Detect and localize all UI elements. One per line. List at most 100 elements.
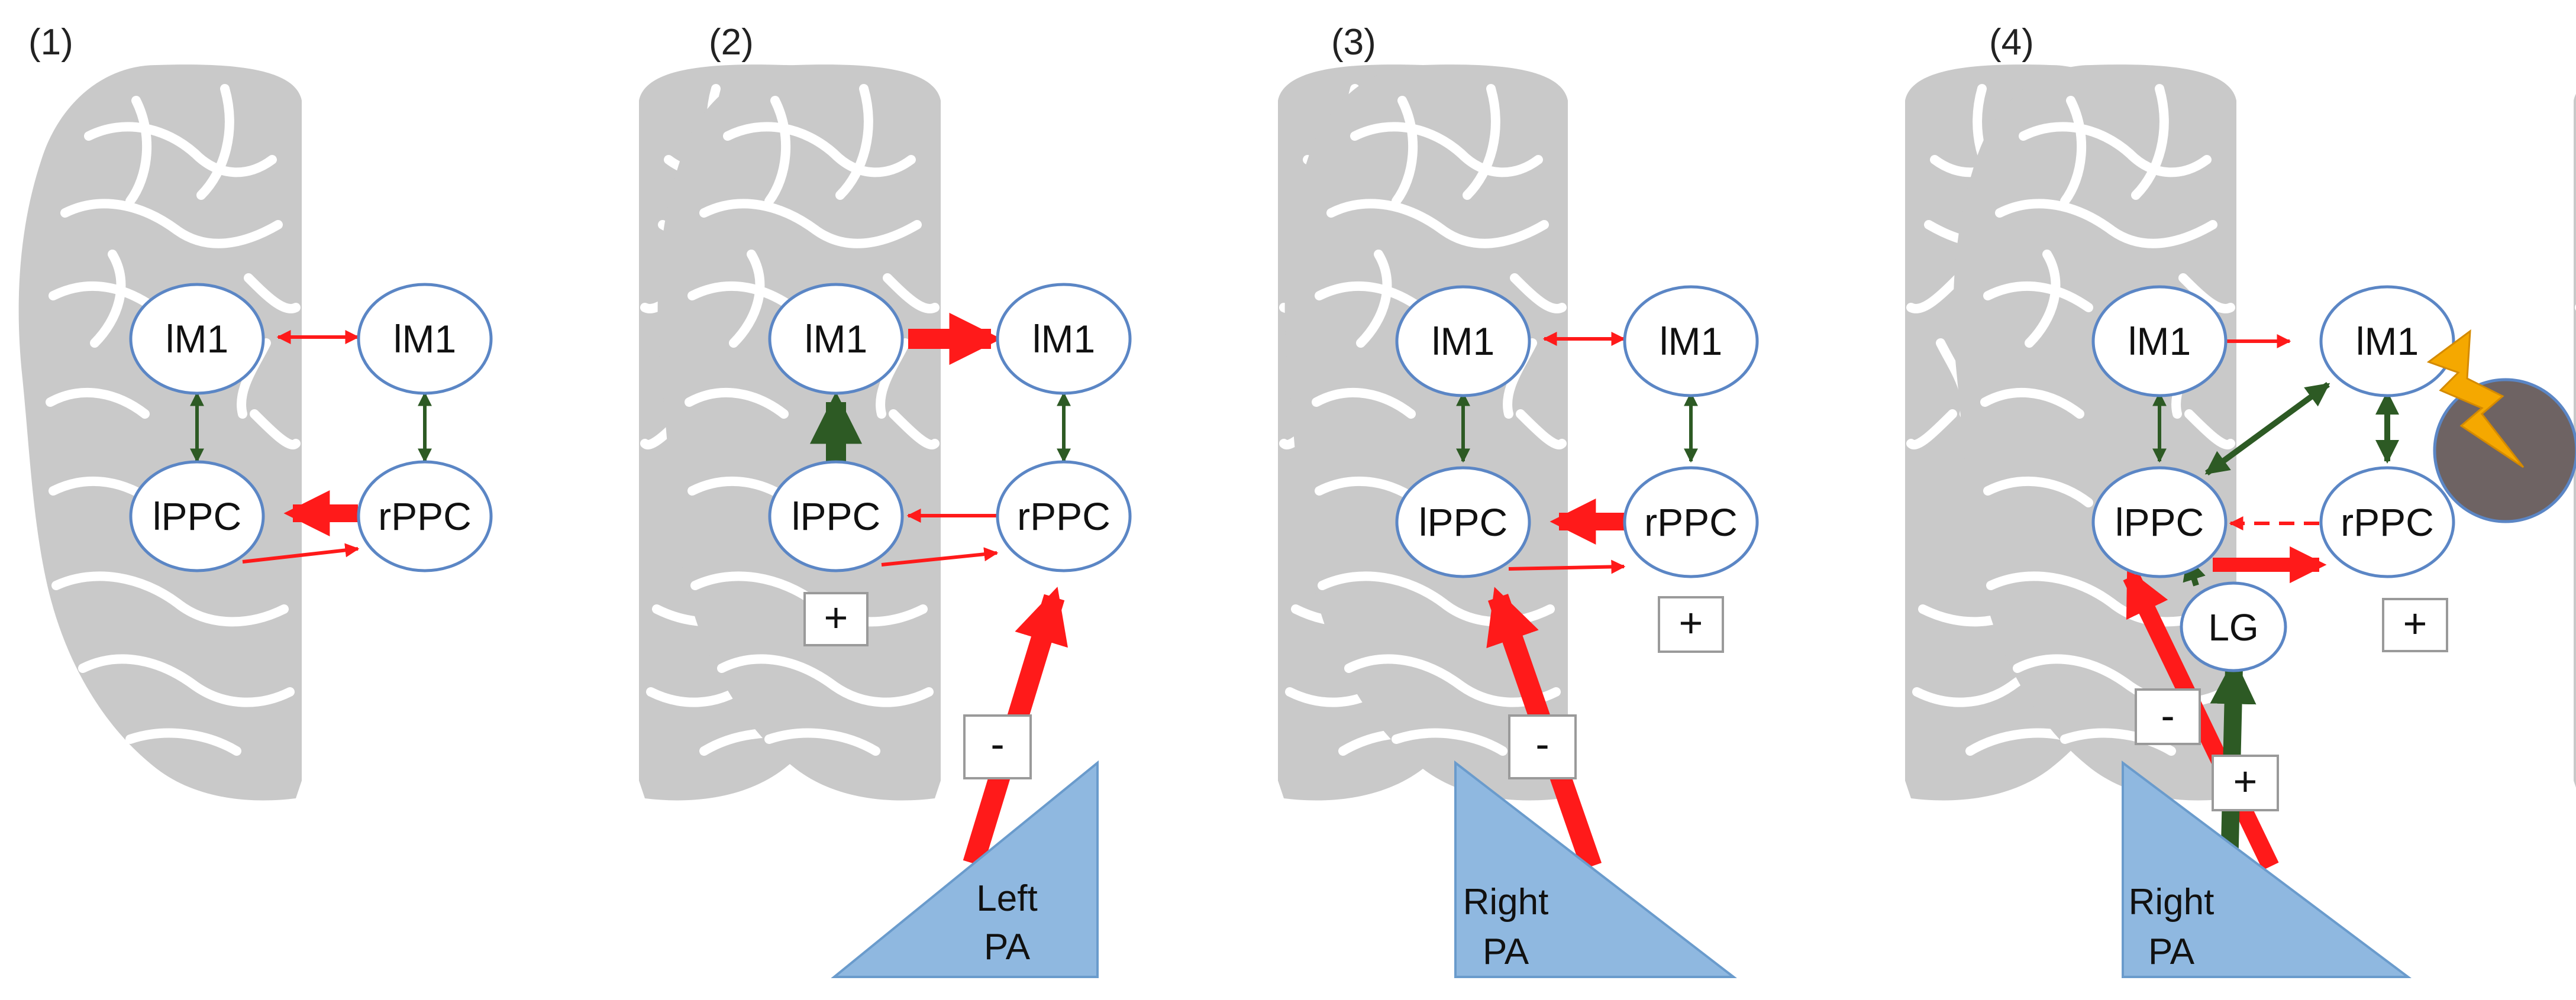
svg-text:+: + [824,594,848,640]
svg-text:-: - [2161,692,2174,739]
brain-sulcus [1983,476,2093,507]
panel-label: (1) [28,22,73,63]
node-lppc-label: lPPC [792,494,880,538]
lppc-to-rppc-arrow [881,547,999,567]
node-right-m1 [357,283,493,395]
brain-sulcus [1980,387,2084,419]
brain-sulcus [2178,273,2235,313]
sign-box-plus: + [2382,598,2448,652]
node-left-m1 [768,283,904,395]
hemisphere-outline [18,64,302,801]
node-left-m1-label: lM1 [2128,319,2191,363]
node-rppc-label: rPPC [1644,500,1738,544]
brain-sulcus [764,728,880,756]
brain-sulcus [1906,273,1963,313]
brain-sulcus [1392,728,1507,756]
hemisphere-outline [657,64,941,801]
svg-text:-: - [1535,721,1549,767]
brain-sulcus [90,250,126,348]
node-left-m1 [129,283,265,395]
svg-text:+: + [1679,600,1703,646]
brain-sulcus [1995,199,2217,248]
brain-sulcus [1392,96,1418,206]
brain-sulcus [1510,273,1567,313]
nodes: lM1 lM1 lPPC rPPC [768,283,1132,572]
lightning-icon [2426,329,2525,468]
brain-sulcus [51,571,289,627]
sign-box-minus: - [2135,688,2201,745]
sign-box-plus: + [1658,596,1724,653]
node-rppc [996,460,1132,572]
prism-label-line1: Left [976,878,1037,919]
brain-sulcus [84,122,277,177]
brain-sulcus [2025,250,2061,348]
node-rppc-label: rPPC [2341,500,2434,544]
brain-sulcus [250,409,301,449]
node-lg [2180,581,2287,672]
brain-sulcus [196,84,234,200]
brain-sulcus [1516,409,1567,449]
node-rppc [357,460,493,572]
lppc-to-rppc-arrow [1508,559,1626,574]
node-lppc [129,460,265,572]
node-rppc-label: rPPC [1017,494,1111,538]
connections [190,330,432,564]
node-lppc [1395,466,1531,578]
node-right-m1-label: lM1 [2356,319,2419,363]
brain-sulcus [685,387,789,419]
lppc-to-rppc-arrow [242,543,360,564]
node-lppc-label: lPPC [153,494,241,538]
sign-box-minus: - [963,714,1032,779]
brain-sulcus [46,387,150,419]
node-lppc [2091,466,2228,578]
node-right-m1-label: lM1 [1032,317,1095,361]
node-lppc-label: lPPC [2115,500,2204,544]
brain-sulcus [2060,96,2087,206]
left-hemisphere [657,64,941,801]
node-lppc-label: lPPC [1419,500,1507,544]
sign-box-minus: - [1508,714,1577,779]
prism-left-pa: Left PA [831,760,1099,978]
brain-sulcus [125,96,152,206]
svg-text:-: - [990,721,1004,767]
brain-sulcus [883,273,940,313]
sign-box-plus-lower: + [2212,755,2279,811]
node-right-m1 [996,283,1132,395]
brain-sulcus [1356,250,1392,348]
brain-sulcus [1312,387,1416,419]
node-rppc-label: rPPC [378,494,472,538]
brain-sulcus [1906,409,1957,449]
node-left-m1-label: lM1 [166,317,228,361]
brain-sulcus [1326,199,1549,248]
brain-sulcus [2060,728,2176,756]
brain-sulcus [244,273,301,313]
panel-label: (3) [1331,22,1376,63]
brain-sulcus [49,281,159,312]
brain-sulcus [2019,122,2212,177]
nodes: lM1 lM1 lPPC rPPC [1395,285,1759,578]
node-rppc [1623,466,1759,578]
node-right-m1 [2319,285,2455,397]
prism-right-pa: Right PA [1454,760,1737,978]
brain-sulcus [1315,281,1425,312]
brain-sulcus [60,199,283,248]
node-left-m1-label: lM1 [805,317,867,361]
node-right-m1-label: lM1 [1660,319,1722,363]
prism-label-line2: PA [2148,931,2195,972]
prism-label-line2: PA [984,927,1031,967]
node-right-m1-label: lM1 [393,317,456,361]
brain-sulcus [78,654,295,707]
svg-text:+: + [2403,600,2427,646]
brain-sulcus [2131,84,2169,200]
brain-sulcus [717,654,934,707]
prism-label-line2: PA [1483,931,1529,972]
brain-sulcus [723,122,916,177]
brain-sulcus [125,728,241,756]
nodes: lM1 lM1 lPPC rPPC [129,283,493,572]
node-right-m1 [1623,285,1759,397]
node-lppc [768,460,904,572]
brain-sulcus [1350,122,1543,177]
brain-sulcus [889,409,940,449]
